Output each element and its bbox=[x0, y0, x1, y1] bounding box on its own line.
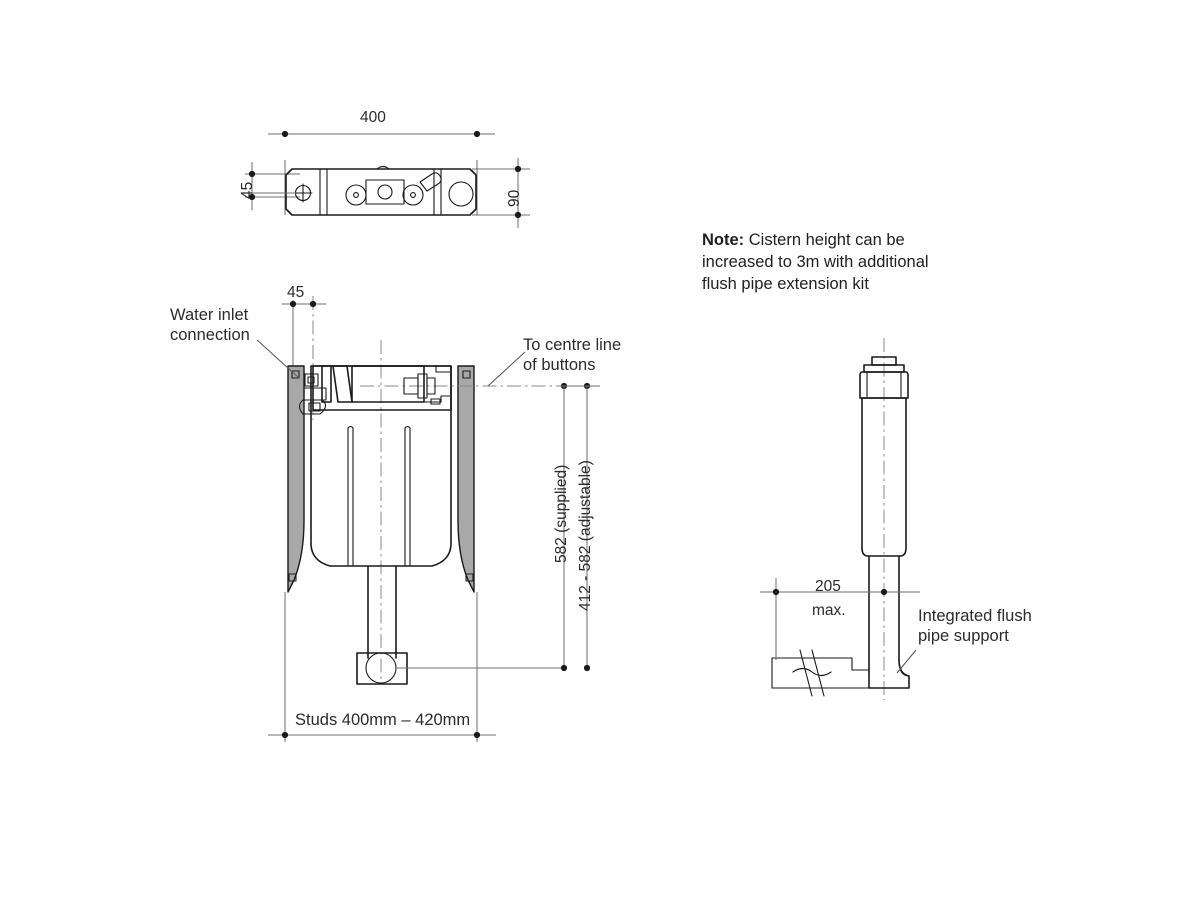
side-upper-collar bbox=[859, 371, 909, 399]
elev-leader-water-inlet bbox=[256, 339, 300, 379]
elev-dim-45-tick-left bbox=[289, 300, 297, 308]
elev-bracket-right bbox=[457, 365, 475, 593]
plan-dim-90-tick-top bbox=[514, 165, 522, 173]
side-dim-205-tick-right bbox=[880, 588, 888, 596]
elev-inlet-nut bbox=[308, 402, 321, 412]
elev-bracket-right-hole-bottom bbox=[465, 573, 474, 582]
plan-dim-45-label: 45 bbox=[239, 181, 256, 199]
side-floor-top bbox=[771, 657, 870, 671]
side-leader-flush-support bbox=[896, 649, 917, 674]
plan-dim-400-tick-left bbox=[281, 130, 289, 138]
side-upper-collar-ribs bbox=[866, 371, 902, 399]
plan-outlet-circle bbox=[448, 181, 474, 207]
elev-leader-centre-buttons bbox=[487, 351, 526, 387]
elev-valve-housing-left bbox=[321, 365, 332, 403]
elevation-dim-582-supplied-label: 582 (supplied) bbox=[553, 464, 570, 563]
plan-dim-45-tick-bottom bbox=[248, 193, 256, 201]
elev-overflow-tube-right-top bbox=[404, 425, 411, 429]
elev-valve-housing-taper bbox=[332, 365, 353, 403]
elev-dim-45-tick-right bbox=[309, 300, 317, 308]
elev-dim-studs-tick-right bbox=[473, 731, 481, 739]
elev-dim-412-tick-bottom bbox=[583, 664, 591, 672]
plan-dim-45-tick-top bbox=[248, 170, 256, 178]
side-dim-205-label: 205 bbox=[815, 578, 841, 595]
elevation-dim-studs-label: Studs 400mm – 420mm bbox=[295, 711, 471, 729]
elev-bracket-left-hole-top bbox=[291, 370, 300, 379]
callout-water-inlet-line2: connection bbox=[170, 326, 250, 344]
elev-inlet-body bbox=[303, 387, 327, 401]
elev-inlet-inner bbox=[307, 376, 315, 384]
callout-centre-line-buttons-line1: To centre line bbox=[523, 336, 622, 354]
elev-dim-studs-tick-left bbox=[281, 731, 289, 739]
elev-outlet-circle bbox=[365, 652, 397, 684]
plan-dim-400-tick-right bbox=[473, 130, 481, 138]
elev-overflow-tube-left-top bbox=[347, 425, 354, 429]
side-break-squiggle bbox=[792, 667, 832, 677]
callout-centre-line-buttons-line2: of buttons bbox=[523, 356, 596, 374]
plan-view-group bbox=[245, 130, 530, 228]
plan-button-right-dot bbox=[410, 192, 416, 198]
plan-dim-90-label: 90 bbox=[506, 189, 523, 207]
side-bend-inner-curve bbox=[898, 659, 910, 677]
plan-dim-90-tick-bottom bbox=[514, 211, 522, 219]
note-line1-text: Cistern height can be bbox=[744, 231, 905, 249]
elev-small-slot-right bbox=[430, 398, 441, 405]
note-line1: Note: Cistern height can be bbox=[702, 230, 905, 251]
side-break-line-a bbox=[799, 649, 813, 697]
elev-cistern-body bbox=[310, 365, 452, 567]
elev-bottom-step-right bbox=[423, 395, 451, 403]
elevation-dim-45-label: 45 bbox=[287, 284, 305, 301]
plan-button-plate bbox=[365, 179, 405, 205]
side-break-line-b bbox=[811, 649, 825, 697]
elev-bracket-left bbox=[287, 365, 305, 593]
elev-top-step-right bbox=[423, 365, 451, 373]
elev-inlet-elbow bbox=[298, 399, 327, 415]
elevation-dim-412-582-adjustable-label: 412 - 582 (adjustable) bbox=[577, 460, 594, 611]
side-dim-205-sub-label: max. bbox=[812, 602, 846, 619]
plan-button-right bbox=[402, 184, 424, 206]
side-view-group bbox=[760, 338, 920, 700]
elev-bracket-right-hole-top bbox=[462, 370, 471, 379]
note-line2: increased to 3m with additional bbox=[702, 253, 929, 271]
elevation-view-group bbox=[256, 296, 600, 742]
elev-valve-housing-body bbox=[351, 365, 425, 403]
callout-water-inlet-line1: Water inlet bbox=[170, 306, 249, 324]
plan-cistern-outline bbox=[285, 168, 477, 216]
plan-dim-400-label: 400 bbox=[360, 109, 386, 126]
elev-dim-582-tick-bottom bbox=[560, 664, 568, 672]
callout-flush-pipe-support-line1: Integrated flush bbox=[918, 607, 1032, 625]
elev-bracket-left-hole-bottom bbox=[288, 573, 297, 582]
plan-button-center bbox=[377, 184, 393, 200]
plan-button-left-dot bbox=[353, 192, 359, 198]
side-pipe-sleeve bbox=[861, 397, 907, 557]
plan-top-tab bbox=[376, 165, 390, 170]
plan-button-left bbox=[345, 184, 367, 206]
elev-outlet-pipe bbox=[367, 565, 397, 659]
side-dim-205-tick-left bbox=[772, 588, 780, 596]
note-line3: flush pipe extension kit bbox=[702, 275, 869, 293]
elev-button-shaft bbox=[426, 377, 436, 395]
elev-inlet-block bbox=[304, 373, 319, 387]
note-prefix: Note: bbox=[702, 231, 745, 249]
plan-valve-cone bbox=[419, 172, 442, 192]
callout-flush-pipe-support-line2: pipe support bbox=[918, 627, 1009, 645]
